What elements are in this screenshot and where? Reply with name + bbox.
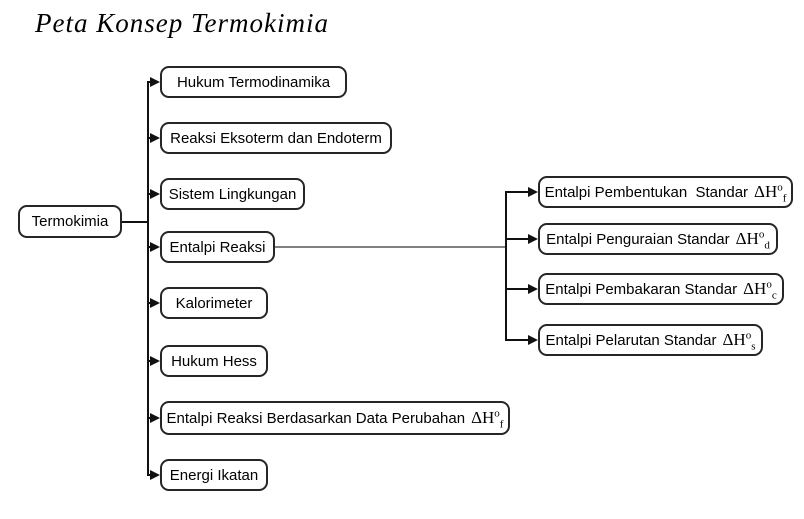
node-entalpi-reaksi: Entalpi Reaksi [160, 231, 275, 263]
connector-branch [147, 137, 152, 139]
node-label: Sistem Lingkungan [168, 185, 297, 203]
connector-branch [505, 238, 528, 240]
arrowhead-icon [150, 189, 160, 199]
node-label: Entalpi Reaksi [169, 238, 266, 256]
connector-root [122, 221, 147, 223]
node-label: Entalpi Pelarutan Standar [545, 331, 717, 349]
node-hukum-termodinamika: Hukum Termodinamika [160, 66, 347, 98]
node-label: Entalpi Penguraian Standar [546, 230, 730, 248]
delta-h-symbol: ΔHof [471, 407, 504, 431]
arrowhead-icon [150, 242, 160, 252]
node-label: Termokimia [31, 213, 109, 230]
connector-branch [505, 191, 528, 193]
connector-branch [147, 81, 152, 83]
delta-h-symbol: ΔHof [754, 181, 787, 205]
connector-trunk-left [147, 81, 149, 476]
node-label: Energi Ikatan [169, 466, 259, 484]
connector-branch [147, 302, 152, 304]
arrowhead-icon [528, 234, 538, 244]
connector-branch [147, 417, 152, 419]
node-entalpi-penguraian-standar: Entalpi Penguraian Standar ΔHod [538, 223, 778, 255]
node-label: Kalorimeter [175, 294, 253, 312]
node-label: Entalpi Pembentukan Standar [544, 183, 749, 201]
delta-h-symbol: ΔHod [735, 228, 770, 252]
arrowhead-icon [150, 133, 160, 143]
connector-branch [147, 474, 152, 476]
node-kalorimeter: Kalorimeter [160, 287, 268, 319]
node-label: Reaksi Eksoterm dan Endoterm [170, 129, 382, 147]
node-label: Entalpi Pembakaran Standar [545, 280, 738, 298]
node-reaksi-eksoterm-endoterm: Reaksi Eksoterm dan Endoterm [160, 122, 392, 154]
node-label: Hukum Termodinamika [176, 73, 331, 91]
node-entalpi-pembakaran-standar: Entalpi Pembakaran Standar ΔHoc [538, 273, 784, 305]
node-entalpi-reaksi-data-perubahan: Entalpi Reaksi Berdasarkan Data Perubaha… [160, 401, 510, 435]
connector-trunk-right [505, 191, 507, 341]
connector-entalpi-reaksi-sub [275, 246, 505, 248]
arrowhead-icon [150, 356, 160, 366]
connector-branch [147, 360, 152, 362]
connector-branch [147, 246, 152, 248]
arrowhead-icon [528, 187, 538, 197]
connector-branch [505, 288, 528, 290]
delta-h-symbol: ΔHoc [743, 278, 777, 302]
arrowhead-icon [150, 470, 160, 480]
node-entalpi-pelarutan-standar: Entalpi Pelarutan Standar ΔHos [538, 324, 763, 356]
arrowhead-icon [528, 335, 538, 345]
node-hukum-hess: Hukum Hess [160, 345, 268, 377]
node-label: Entalpi Reaksi Berdasarkan Data Perubaha… [166, 409, 466, 427]
delta-h-symbol: ΔHos [722, 329, 756, 353]
node-label: Hukum Hess [171, 352, 257, 370]
arrowhead-icon [150, 413, 160, 423]
arrowhead-icon [150, 298, 160, 308]
connector-branch [505, 339, 528, 341]
arrowhead-icon [150, 77, 160, 87]
node-sistem-lingkungan: Sistem Lingkungan [160, 178, 305, 210]
node-termokimia: Termokimia [18, 205, 122, 238]
page-title: Peta Konsep Termokimia [35, 8, 329, 38]
node-entalpi-pembentukan-standar: Entalpi Pembentukan Standar ΔHof [538, 176, 793, 208]
connector-branch [147, 193, 152, 195]
arrowhead-icon [528, 284, 538, 294]
node-energi-ikatan: Energi Ikatan [160, 459, 268, 491]
